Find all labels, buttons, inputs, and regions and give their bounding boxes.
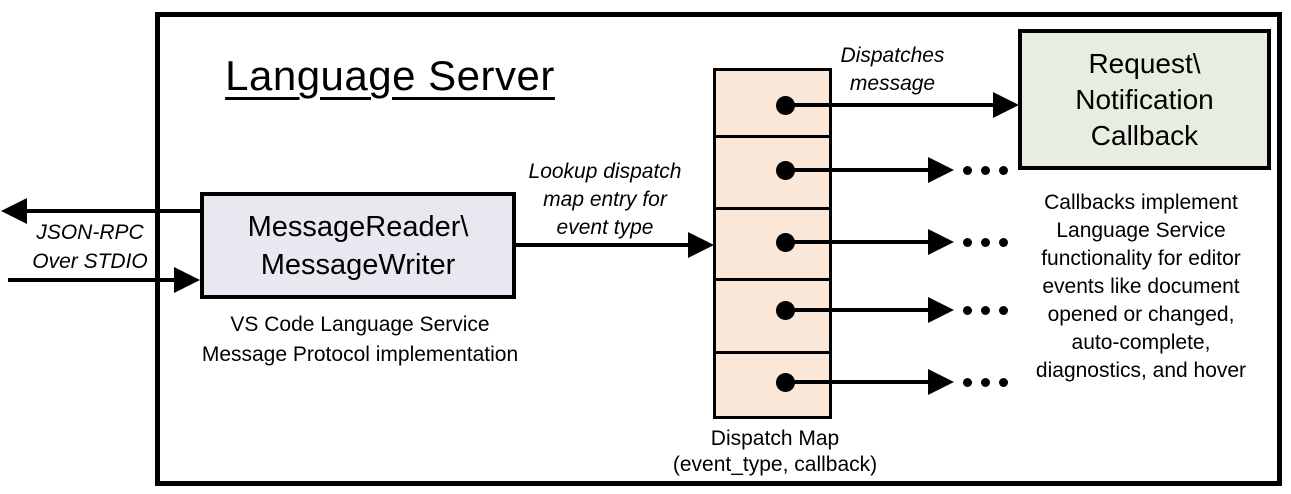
arrow-lookup-head-icon [688, 232, 714, 258]
reader-caption-line: VS Code Language Service [230, 313, 490, 336]
arrow-stdio-in-head-icon [174, 267, 200, 293]
ellipsis-icon [963, 306, 1008, 315]
page-title-text: Language Server [225, 52, 555, 99]
arrow-dispatch-5-line [785, 380, 930, 384]
arrow-lookup-line [514, 243, 690, 247]
arrow-dispatch-4-line [785, 308, 930, 312]
reader-caption: VS Code Language Service Message Protoco… [165, 310, 555, 370]
callbacks-note-line: diagnostics, and hover [1035, 359, 1247, 382]
callback-box-line: Callback [1090, 119, 1199, 151]
callbacks-note-line: Language Service [1056, 219, 1226, 242]
callback-box-line: Notification [1075, 83, 1214, 115]
message-writer-line: MessageWriter [260, 248, 456, 281]
message-reader-line: MessageReader\ [247, 210, 469, 243]
arrow-stdio-out-head-icon [1, 198, 27, 224]
arrow-dispatch-1-line [785, 103, 995, 107]
dispatches-message-label: Dispatches message [830, 42, 955, 98]
lookup-label-line: Lookup dispatch [528, 160, 682, 183]
dispatch-map-label-line: Dispatch Map [710, 427, 840, 450]
dispatch-map-divider [716, 207, 829, 210]
dispatch-map-divider [716, 278, 829, 281]
dispatches-message-label-line: message [849, 72, 936, 95]
dispatch-map-divider [716, 135, 829, 138]
arrow-dispatch-5-head-icon [928, 369, 954, 395]
json-rpc-label-line: Over STDIO [32, 250, 148, 273]
callback-box-line: Request\ [1088, 47, 1201, 79]
callbacks-note-line: opened or changed, [1047, 303, 1235, 326]
ellipsis-icon [963, 166, 1008, 175]
arrow-dispatch-4-head-icon [928, 297, 954, 323]
callbacks-note-line: functionality for editor [1041, 247, 1241, 270]
json-rpc-label: JSON-RPC Over STDIO [15, 218, 165, 276]
dispatches-message-label-line: Dispatches [840, 44, 945, 67]
json-rpc-label-line: JSON-RPC [36, 221, 144, 244]
callbacks-note-line: Callbacks implement [1044, 191, 1238, 214]
lookup-label-line: event type [556, 216, 654, 239]
lookup-label-line: map entry for [543, 188, 667, 211]
arrow-dispatch-3-line [785, 240, 930, 244]
arrow-stdio-in-line [8, 278, 175, 282]
dispatch-map-label-line: (event_type, callback) [672, 453, 878, 476]
arrow-stdio-out-line [24, 209, 200, 213]
message-reader-writer-box: MessageReader\ MessageWriter [200, 192, 516, 299]
callbacks-note-line: events like document [1042, 275, 1240, 298]
callbacks-note-line: auto-complete, [1071, 331, 1211, 354]
ellipsis-icon [963, 378, 1008, 387]
arrow-dispatch-2-head-icon [928, 157, 954, 183]
page-title: Language Server [190, 52, 590, 100]
request-notification-callback-box: Request\ Notification Callback [1018, 29, 1271, 170]
lookup-label: Lookup dispatch map entry for event type [505, 158, 705, 242]
arrow-dispatch-1-head-icon [993, 92, 1019, 118]
arrow-dispatch-2-line [785, 168, 930, 172]
reader-caption-line: Message Protocol implementation [201, 343, 519, 366]
dispatch-map-label: Dispatch Map (event_type, callback) [655, 426, 895, 478]
arrow-dispatch-3-head-icon [928, 229, 954, 255]
ellipsis-icon [963, 238, 1008, 247]
callbacks-note: Callbacks implement Language Service fun… [1008, 189, 1274, 385]
dispatch-map-divider [716, 351, 829, 354]
